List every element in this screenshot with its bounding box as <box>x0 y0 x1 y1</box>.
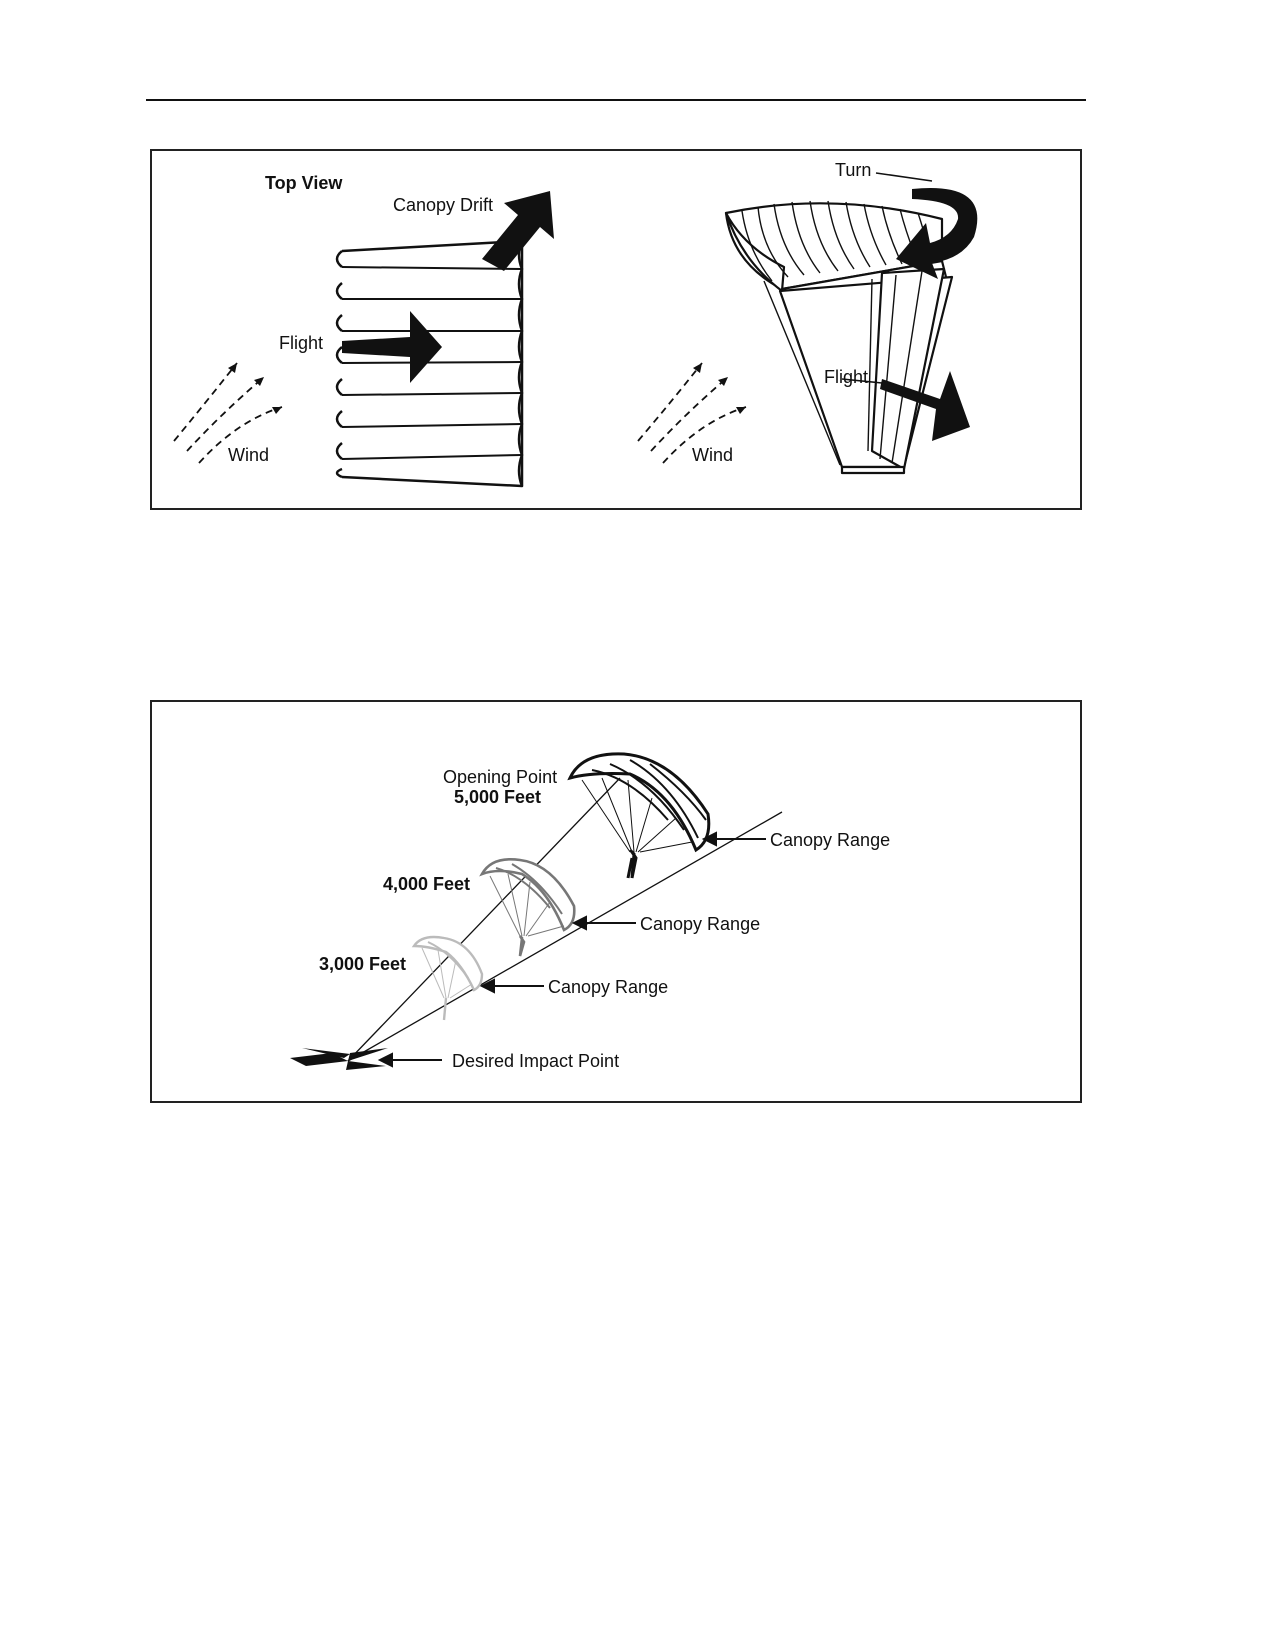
canopy-range-label-2: Canopy Range <box>640 914 761 934</box>
parachutist-3000 <box>411 935 484 1021</box>
wind-label-right: Wind <box>692 445 734 465</box>
turn-arrow <box>896 188 978 279</box>
canopy-range-illustration <box>290 752 783 1070</box>
parachutist-5000 <box>567 752 711 879</box>
canopy-range-label-3: Canopy Range <box>548 977 669 997</box>
top-view-label: Top View <box>265 173 343 193</box>
turn-label: Turn <box>835 160 872 180</box>
canopy-drift-illustration <box>173 172 978 488</box>
altitude-3000-label: 3,000 Feet <box>319 954 407 974</box>
desired-impact-point-label: Desired Impact Point <box>452 1051 620 1071</box>
opening-point-label: Opening Point <box>443 767 558 787</box>
range-pointers <box>377 831 766 1068</box>
canopy-range-label-1: Canopy Range <box>770 830 891 850</box>
canopy-oblique-view <box>724 202 954 475</box>
canopy-drift-arrow <box>482 191 554 271</box>
parachutist-4000 <box>479 858 576 957</box>
flight-label-right: Flight <box>824 367 869 387</box>
altitude-4000-label: 4,000 Feet <box>383 874 471 894</box>
altitude-5000-label: 5,000 Feet <box>454 787 542 807</box>
canopy-range-figure: Opening Point 5,000 Feet 4,000 Feet 3,00… <box>150 700 1082 1103</box>
canopy-top-view <box>335 239 524 488</box>
wind-label-left: Wind <box>228 445 270 465</box>
wind-arrows-left <box>173 362 283 464</box>
glide-cone-lines <box>347 777 783 1062</box>
wind-arrows-right <box>637 362 747 464</box>
canopy-drift-label: Canopy Drift <box>393 195 494 215</box>
impact-point-marker <box>290 1048 388 1070</box>
header-rule <box>146 99 1086 101</box>
canopy-drift-figure: Top View Canopy Drift Flight Wind Turn F… <box>150 149 1082 510</box>
canopy-cell-lines <box>741 200 933 468</box>
flight-label-left: Flight <box>279 333 324 353</box>
flight-arrow-left <box>342 311 442 383</box>
flight-arrow-right <box>880 371 970 441</box>
